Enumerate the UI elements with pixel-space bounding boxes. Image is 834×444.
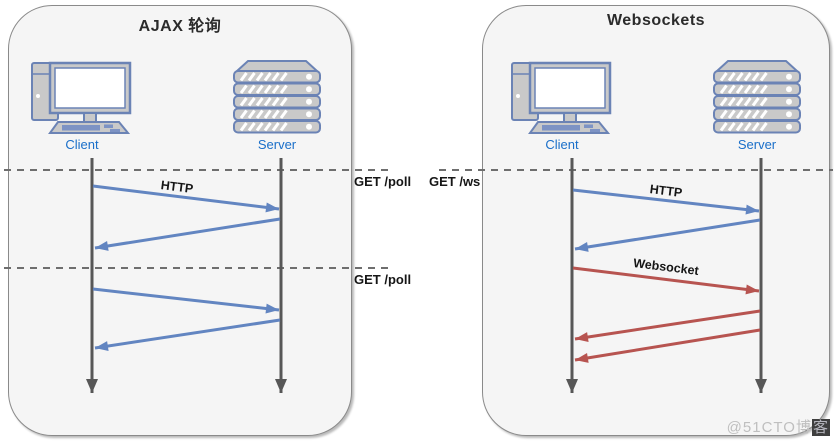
client-computer-icon-ws — [510, 61, 612, 135]
http-request-arrow-ajax-1 — [92, 184, 280, 213]
watermark-suffix: 客 — [811, 419, 830, 436]
watermark: @51CTO博客 — [727, 416, 830, 437]
panel-title-ajax: AJAX 轮询 — [138, 18, 222, 35]
watermark-text: @51CTO博 — [726, 419, 812, 436]
request-label-get-ws: GET /ws — [429, 174, 481, 189]
http-request-arrow-ajax-2 — [92, 287, 280, 314]
http-request-arrow-ws — [572, 188, 760, 215]
panel-title-websockets: Websockets — [606, 12, 706, 29]
client-label-ws: Client — [545, 137, 579, 152]
server-rack-icon-ajax — [234, 61, 320, 133]
http-response-arrow-ajax-2 — [94, 318, 281, 351]
websocket-push-arrow-2 — [574, 328, 761, 363]
http-response-arrow-ajax-1 — [94, 217, 281, 251]
websocket-upgrade-arrow — [572, 266, 760, 295]
request-label-get-poll-1: GET /poll — [354, 174, 412, 189]
client-computer-icon-ajax — [30, 61, 132, 135]
request-label-get-poll-2: GET /poll — [354, 272, 412, 287]
server-rack-icon-ws — [714, 61, 800, 133]
client-label-ajax: Client — [65, 137, 99, 152]
http-response-arrow-ws — [574, 218, 761, 252]
server-label-ajax: Server — [257, 137, 297, 152]
server-label-ws: Server — [737, 137, 777, 152]
websocket-push-arrow-1 — [574, 309, 761, 342]
